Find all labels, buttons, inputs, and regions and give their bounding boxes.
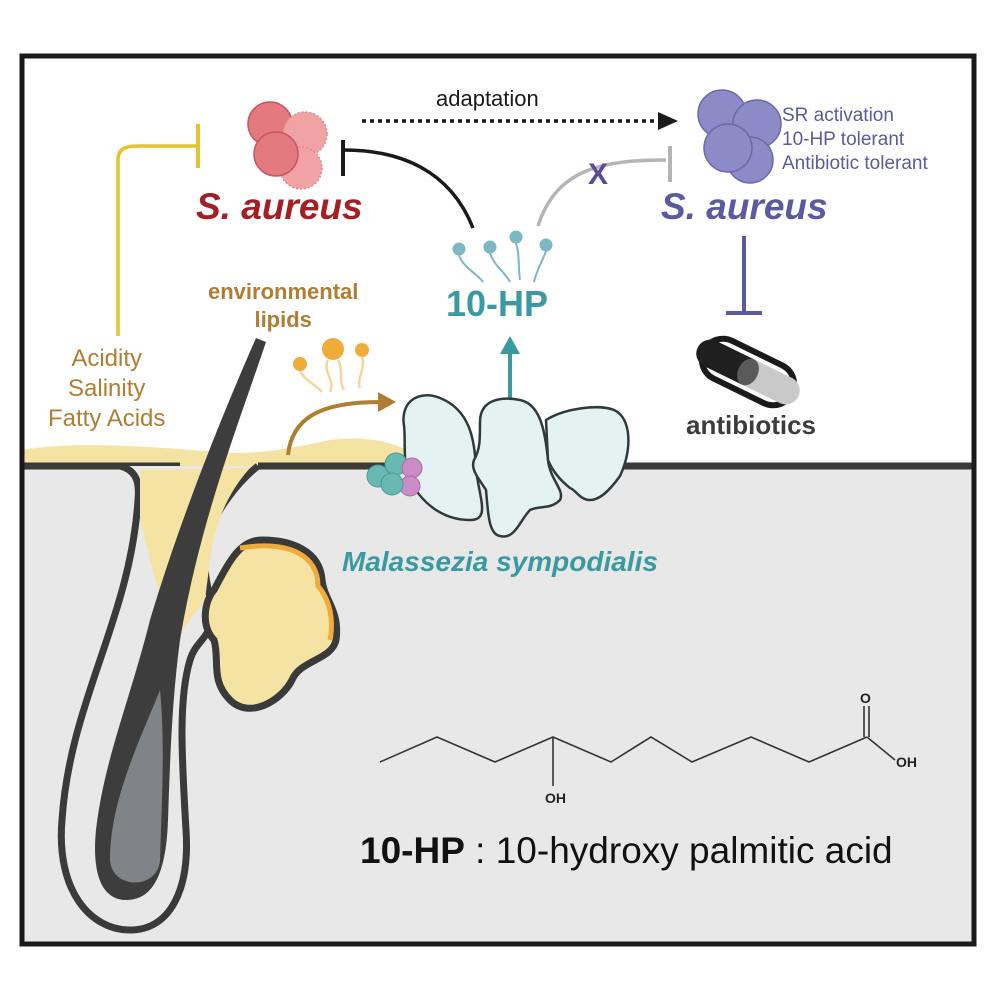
malassezia-label: Malassezia sympodialis [342,546,658,577]
tolerant-traits: SR activation 10-HP tolerant Antibiotic … [782,104,928,176]
trait-item: Antibiotic tolerant [782,153,928,174]
env-lipid-molecules [293,338,369,393]
stressor-inhibition-line [116,144,198,336]
bacteria-mix [366,452,423,497]
sebaceous-gland [201,536,341,712]
stressor-item: Acidity [71,345,143,372]
trait-item: SR activation [782,105,894,126]
hydroxyl-oh-label: OH [545,790,566,806]
sa-tolerant-cluster [697,89,782,184]
blocked-x-mark: X [588,158,609,191]
frame-border [19,53,977,947]
stressor-item: Salinity [68,375,146,402]
adaptation-label: adaptation [436,86,539,111]
trait-item: 10-HP tolerant [782,129,905,150]
acid-oh-label: OH [896,754,917,770]
stressor-item: Fatty Acids [48,405,166,432]
stressors-label: Acidity Salinity Fatty Acids [48,344,165,434]
sa-sensitive-cluster [247,101,328,190]
malassezia-cells [402,394,630,538]
adaptation-arrow-head [658,112,678,130]
antibiotics-label: antibiotics [686,410,817,440]
lipid-uptake-arrow [286,400,381,456]
blocked-inhibition-line [536,158,667,227]
sa-sensitive-label: S. aureus [196,186,363,227]
sa-tolerant-label: S. aureus [661,186,828,227]
molecule-caption: 10-HP : 10-hydroxy palmitic acid [360,830,893,871]
antibiotic-capsule-icon [696,335,800,409]
hair-bulb [110,690,163,883]
hp-label: 10-HP [446,283,549,324]
hp-inhibition-line [343,148,475,229]
env-lipids-label: environmental lipids [208,279,359,332]
hp-molecules [452,230,553,283]
carbonyl-o-label: O [860,690,871,706]
hp-skeletal-structure [379,706,896,786]
